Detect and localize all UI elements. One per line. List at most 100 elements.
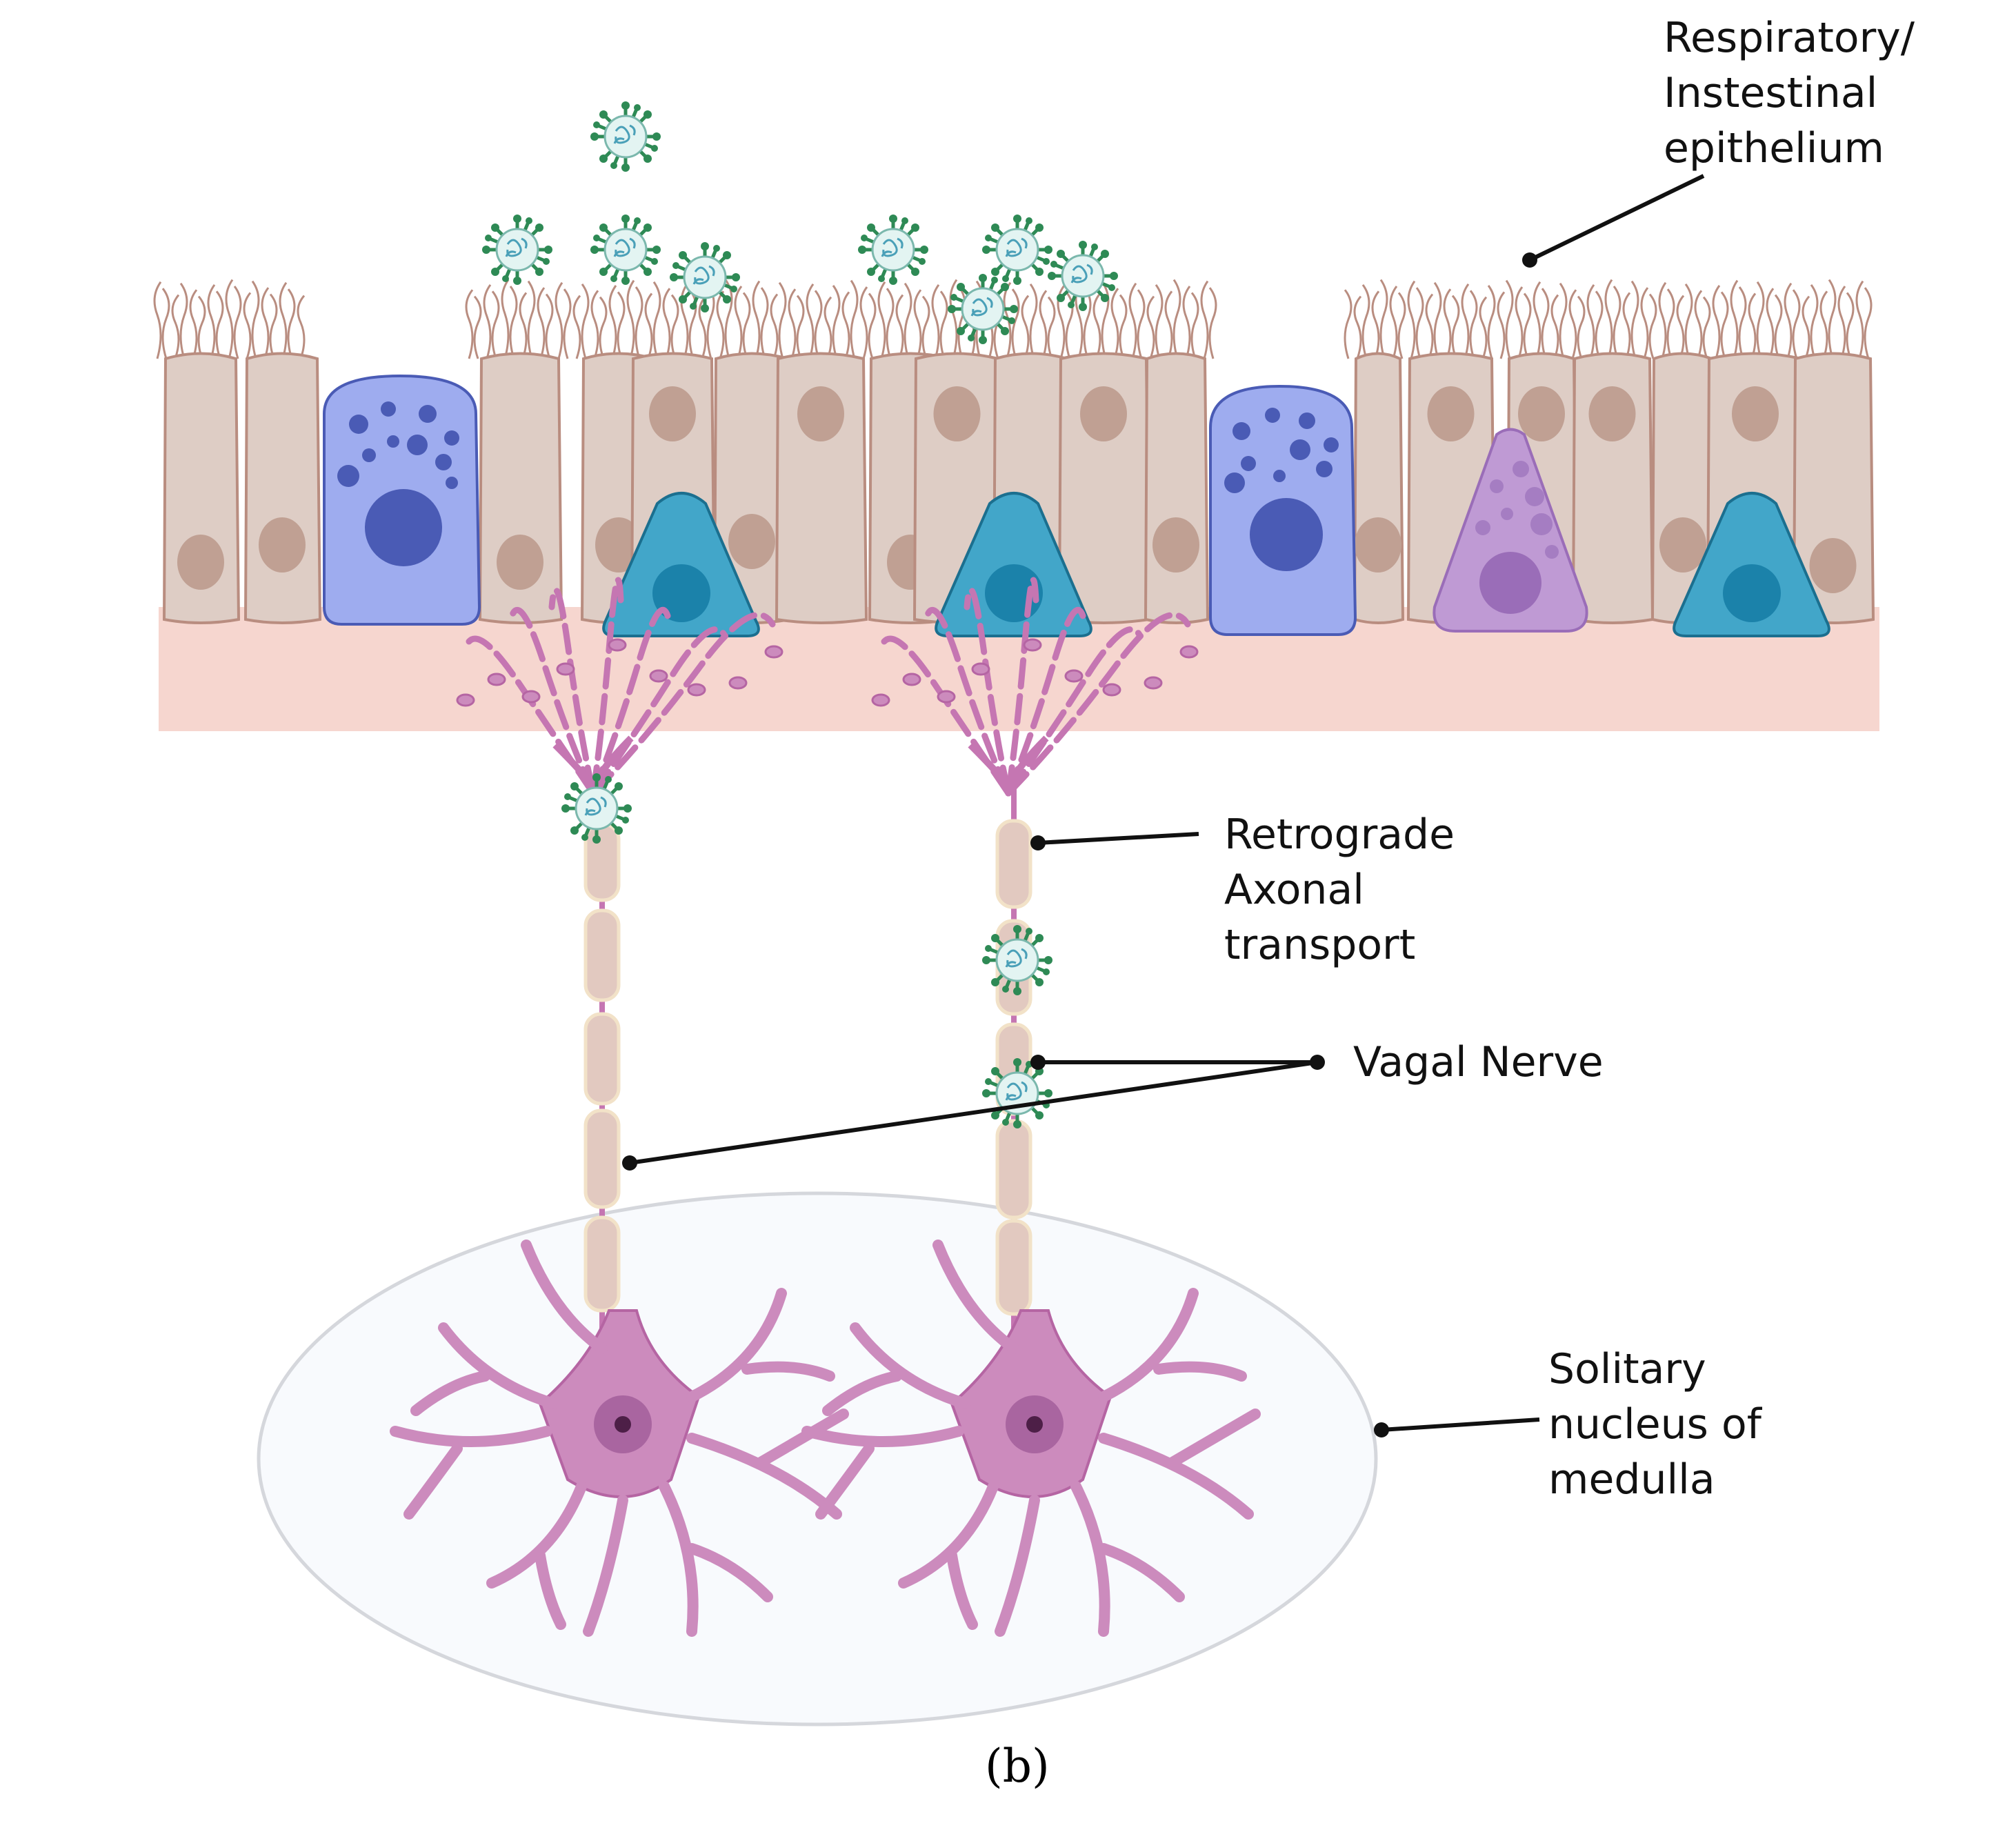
cilium	[1190, 292, 1199, 359]
cilium	[1730, 279, 1739, 359]
cilium	[537, 287, 546, 359]
cilium	[483, 284, 492, 359]
virus-icon	[982, 215, 1052, 285]
dendrite	[659, 1481, 773, 1637]
cilium	[279, 281, 288, 359]
virus-icon	[948, 274, 1018, 344]
cilium	[770, 293, 779, 359]
cell-nucleus	[259, 517, 306, 573]
nerve-varicosity	[1179, 645, 1199, 659]
cilium	[688, 289, 697, 359]
cilium	[1137, 289, 1146, 359]
cell-nucleus	[497, 535, 543, 590]
epithelial-cell	[1144, 352, 1210, 624]
cilium	[814, 290, 823, 359]
cilium	[599, 296, 608, 359]
nerve-varicosity	[649, 669, 668, 683]
cilium	[465, 289, 474, 359]
neuron-nucleolus	[615, 1416, 631, 1433]
retrograde-transport-label: Retrograde Axonal transport	[1224, 807, 1455, 973]
epithelial-cell	[243, 352, 322, 624]
cilium	[1666, 288, 1675, 359]
cell-nucleus	[728, 514, 775, 569]
cilium	[171, 294, 180, 359]
nerve-terminals	[456, 577, 1199, 797]
nerve-fiber	[1005, 612, 1191, 797]
cell-nucleus	[1427, 386, 1475, 441]
cilium	[1523, 292, 1532, 359]
nerve-varicosity	[608, 638, 627, 652]
cell-nucleus	[652, 564, 710, 622]
cilium	[859, 286, 868, 359]
nerve-varicosity	[871, 693, 890, 707]
cilium	[1208, 287, 1217, 359]
epithelium-label: Respiratory/ Instestinal epithelium	[1664, 10, 1915, 176]
virus-icon	[982, 925, 1052, 995]
cilium	[1479, 296, 1488, 359]
cell-nucleus	[1355, 517, 1401, 573]
cilium	[251, 280, 260, 359]
tuft-cell-icon	[1433, 428, 1588, 633]
cilium	[1182, 286, 1191, 359]
cilium	[1092, 292, 1101, 359]
cell-nucleus	[1659, 517, 1706, 573]
nerve-varicosity	[487, 673, 506, 686]
cilium	[545, 293, 554, 359]
epithelium-label-line-3: epithelium	[1664, 124, 1884, 172]
cilium	[1648, 293, 1657, 359]
solitary-nucleus-region	[257, 1191, 1378, 1727]
cilium	[939, 290, 948, 359]
cilium	[519, 292, 528, 359]
dendrite	[1070, 1481, 1185, 1637]
cilium	[1748, 292, 1757, 359]
nerve-fiber	[968, 735, 1049, 793]
cilium	[1533, 281, 1541, 359]
cilium	[742, 292, 751, 359]
cilium	[1550, 294, 1559, 359]
cilium	[243, 292, 252, 359]
nerve-varicosity	[1064, 669, 1084, 683]
cilium	[1469, 290, 1478, 359]
dendrite	[801, 1426, 964, 1520]
cilium	[608, 285, 617, 359]
dendrite	[686, 1409, 849, 1520]
cilium	[1810, 284, 1819, 359]
neuron-nucleolus	[1026, 1416, 1043, 1433]
cilium	[1568, 289, 1577, 359]
leader-dots	[622, 252, 1537, 1437]
myelin-sheath	[583, 1108, 621, 1209]
cell-nucleus	[177, 535, 224, 590]
cilium	[1029, 283, 1038, 359]
virus-icon	[482, 215, 552, 285]
cilium	[572, 295, 581, 359]
nerve-fiber	[964, 587, 1012, 797]
cilium	[1397, 292, 1406, 359]
dendrite	[932, 1240, 1019, 1354]
cilium	[1676, 295, 1685, 359]
cell-nucleus	[1732, 386, 1779, 441]
cilium	[1515, 286, 1524, 359]
dendrite	[822, 1322, 971, 1416]
cilium	[261, 287, 270, 359]
cilium	[1613, 286, 1621, 359]
cilium	[913, 289, 922, 359]
cilium	[215, 290, 224, 359]
cilium	[904, 282, 912, 359]
virus-icon	[590, 101, 661, 172]
cell-nucleus	[1588, 386, 1636, 441]
cilium	[1658, 281, 1667, 359]
cilium	[680, 282, 689, 359]
solitary-label-line-2: nucleus of	[1548, 1400, 1761, 1449]
cilia	[153, 279, 1873, 359]
cilium	[1487, 285, 1496, 359]
cilium	[868, 292, 877, 359]
cilium	[850, 279, 859, 359]
cilium	[1604, 279, 1613, 359]
cilium	[1622, 292, 1631, 359]
cilium	[1577, 295, 1586, 359]
cilium	[644, 292, 653, 359]
cilium	[297, 295, 306, 359]
cilium	[269, 293, 278, 359]
cilium	[1371, 290, 1380, 359]
nerve-fiber	[590, 612, 776, 797]
